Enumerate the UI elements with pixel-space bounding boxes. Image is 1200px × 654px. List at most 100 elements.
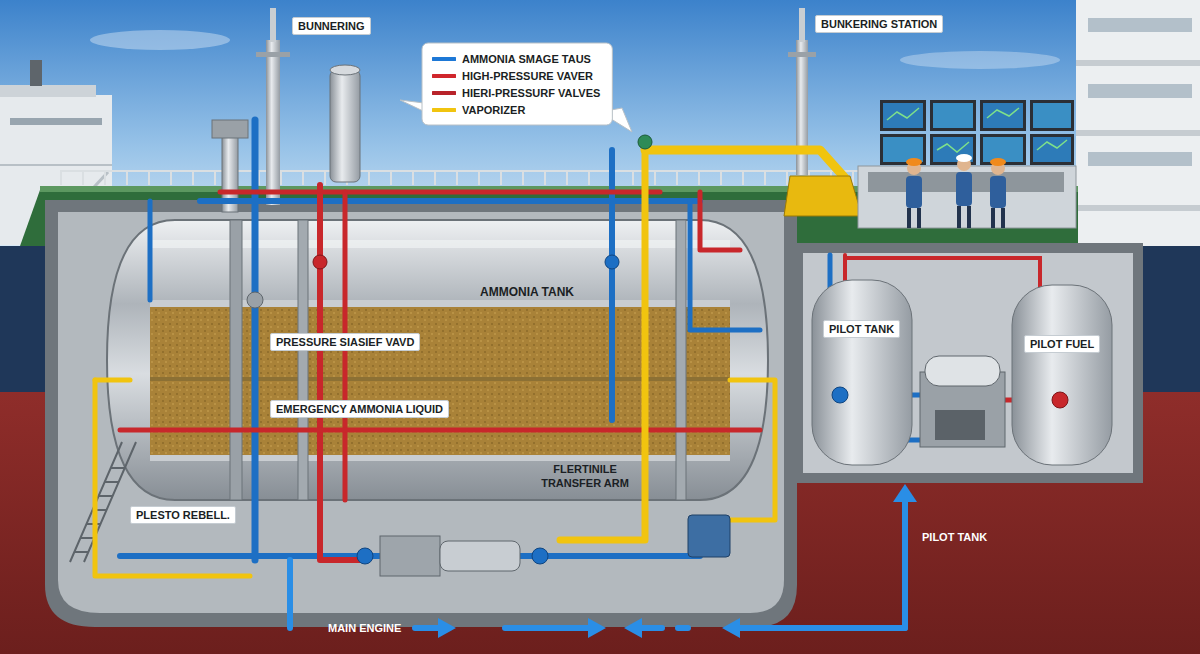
- mast-platform: [788, 52, 816, 57]
- ammonia-tank: AMMONIA TANK: [110, 218, 765, 500]
- operators: [906, 154, 1006, 228]
- window-row: [1088, 18, 1192, 32]
- transfer-arm: [645, 150, 845, 178]
- cloud: [90, 30, 230, 50]
- flow-line: [505, 625, 590, 631]
- pilot-compartment-wall: [793, 243, 1143, 483]
- valve: [247, 292, 263, 308]
- monitor: [1030, 100, 1074, 131]
- railing: [0, 164, 112, 166]
- yellow-pipe: [700, 380, 775, 520]
- pipe-column-head: [212, 120, 248, 138]
- mast-platform: [256, 52, 290, 57]
- legend-line-sample: [432, 105, 456, 115]
- pilot-tank: PILOT TANK: [812, 280, 912, 465]
- monitor: [980, 100, 1026, 131]
- crane-base: [784, 176, 862, 216]
- operator-body: [906, 176, 922, 208]
- valve: [313, 255, 327, 269]
- monitor: [930, 100, 976, 131]
- legend: AMMONIA SMAGE TAUS HIGH-PRESSURE VAVER HIE…: [432, 50, 600, 118]
- screen: [983, 137, 1023, 162]
- legend-line: [433, 74, 455, 78]
- monitor-wall: [880, 100, 1074, 165]
- legend-row: HIGH-PRESSURE VAVER: [432, 67, 600, 84]
- arrow-head: [438, 618, 456, 638]
- red-pipe: [700, 192, 740, 250]
- mast: [266, 40, 280, 205]
- legend-line: [433, 108, 455, 112]
- flow-label: MAIN ENGINE: [328, 621, 401, 635]
- valve: [605, 255, 619, 269]
- flow-line: [415, 625, 440, 631]
- hard-hat: [990, 158, 1006, 166]
- screen-graph: [887, 108, 1067, 152]
- mast: [796, 40, 808, 175]
- legend-line-sample: [432, 71, 456, 81]
- window-row: [1088, 152, 1192, 166]
- screen: [1033, 103, 1071, 128]
- flow-line: [902, 498, 908, 628]
- tank-ring: [230, 220, 242, 500]
- node-label: AMMONIA TANK: [480, 285, 574, 299]
- pump: [380, 536, 440, 576]
- vent-pipe: [30, 60, 42, 86]
- node-label: PILOT TANK: [823, 320, 900, 338]
- operator-legs: [959, 206, 969, 228]
- callout-label: EMERGENCY AMMONIA LIQUID: [270, 400, 449, 418]
- compartment-wall: [45, 200, 797, 627]
- part-label: FLERTINILE TRANSFER ARM: [538, 462, 632, 490]
- mast-top: [270, 8, 276, 42]
- legend-text: HIERI-PRESSURF VALVES: [462, 87, 600, 99]
- legend-text: HIGH-PRESSURE VAVER: [462, 70, 593, 82]
- yellow-pipe: [95, 380, 250, 576]
- legend-row: HIERI-PRESSURF VALVES: [432, 84, 600, 101]
- monitor: [1030, 134, 1074, 165]
- legend-line-sample: [432, 54, 456, 64]
- vent-cap: [330, 65, 360, 75]
- screen: [933, 103, 973, 128]
- pilot-fuel-tank: PILOT FUEL: [1012, 285, 1112, 465]
- pilot-fuel-shell: [1012, 285, 1112, 465]
- arrow-head: [722, 618, 740, 638]
- compartment-inner: [58, 212, 784, 613]
- legend-line-sample: [432, 88, 456, 98]
- flow-dash: [678, 625, 688, 631]
- red-pipe: [120, 428, 760, 433]
- operator-legs: [909, 208, 919, 228]
- flow-line: [738, 625, 905, 631]
- flow-line: [287, 560, 293, 628]
- red-pipe: [320, 185, 360, 560]
- callout-label: BUNKERING STATION: [815, 15, 943, 33]
- legend-text: VAPORIZER: [462, 104, 525, 116]
- deck-house-roof: [0, 85, 96, 97]
- control-platform: [858, 166, 1076, 228]
- flow-label: PILOT TANK: [922, 530, 987, 544]
- pump: [688, 515, 730, 557]
- blue-pipe: [252, 120, 259, 560]
- legend-row: VAPORIZER: [432, 101, 600, 118]
- pilot-compartment-inner: [803, 253, 1133, 473]
- callout-label: BUNNERING: [292, 17, 371, 35]
- screen: [883, 137, 923, 162]
- flow-line: [640, 625, 662, 631]
- ammonia-tank-shell: [107, 220, 768, 500]
- tank-ring: [676, 220, 686, 500]
- operator-body: [990, 176, 1006, 208]
- callout-label: PLESTO REBELL.: [130, 506, 236, 524]
- valve: [532, 548, 548, 564]
- valve: [1052, 392, 1068, 408]
- yellow-pipe: [95, 378, 130, 383]
- deck-line: [1076, 130, 1200, 136]
- blue-pipe: [828, 255, 833, 290]
- tank-ring: [298, 220, 308, 500]
- window-row: [10, 118, 102, 125]
- pilot-motor: [935, 410, 985, 440]
- legend-text: AMMONIA SMAGE TAUS: [462, 53, 591, 65]
- monitor: [980, 134, 1026, 165]
- pilot-tank-shell: [812, 280, 912, 465]
- legend-bubble: [422, 43, 612, 125]
- legend-line: [433, 91, 455, 95]
